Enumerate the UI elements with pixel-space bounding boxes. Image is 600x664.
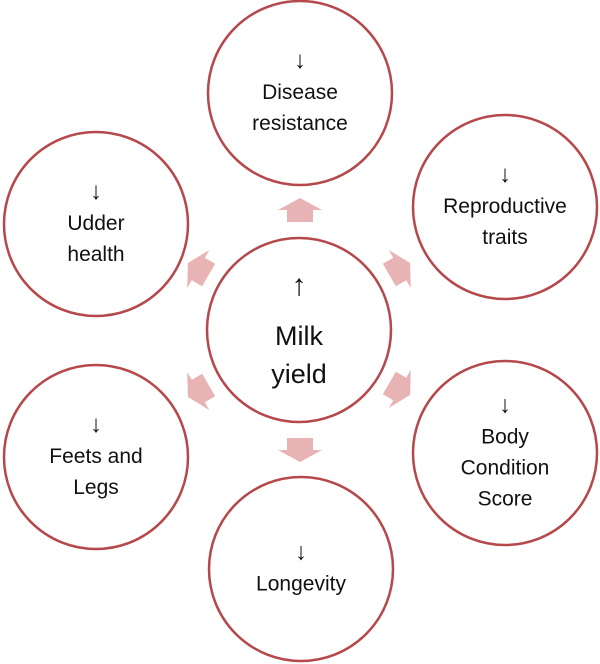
connector-arrow-reproductive-traits — [382, 249, 411, 289]
trait-circle-reproductive-traits — [411, 113, 599, 301]
trait-label-reproductive-traits-line-2: traits — [482, 226, 528, 249]
trait-node-udder-health: ↓ Udder health — [2, 130, 190, 318]
center-label-line-2: yield — [271, 359, 327, 389]
trait-label-body-condition-score-line-1: Body — [481, 426, 529, 449]
connector-arrow-feets-and-legs — [187, 371, 216, 411]
center-label-line-1: Milk — [275, 321, 323, 351]
connector-arrow-body-condition-score — [382, 369, 411, 409]
trait-label-body-condition-score-line-3: Score — [478, 488, 533, 511]
trait-label-feets-and-legs-line-1: Feets and — [49, 445, 142, 468]
connector-arrows — [187, 198, 411, 462]
down-arrow-icon: ↓ — [90, 178, 102, 205]
trait-circle-disease-resistance — [206, 0, 394, 187]
trait-label-disease-resistance-line-1: Disease — [262, 81, 338, 104]
trait-label-body-condition-score-line-2: Condition — [461, 457, 550, 480]
connector-arrow-disease-resistance — [278, 198, 322, 222]
trait-node-disease-resistance: ↓ Disease resistance — [206, 0, 394, 187]
center-node-milk-yield: ↑ Milk yield — [205, 236, 393, 424]
trait-label-udder-health-line-1: Udder — [67, 212, 124, 235]
trait-label-feets-and-legs-line-2: Legs — [73, 476, 119, 499]
trait-label-disease-resistance-line-2: resistance — [252, 112, 348, 135]
connector-arrow-longevity — [278, 438, 322, 462]
down-arrow-icon: ↓ — [90, 411, 102, 438]
trait-circle-udder-health — [2, 130, 190, 318]
down-arrow-icon: ↓ — [499, 161, 511, 188]
trait-label-reproductive-traits-line-1: Reproductive — [443, 195, 567, 218]
center-circle — [205, 236, 393, 424]
up-arrow-icon: ↑ — [292, 269, 307, 302]
down-arrow-icon: ↓ — [499, 391, 511, 418]
connector-arrow-udder-health — [187, 249, 216, 289]
trait-node-longevity: ↓ Longevity — [207, 475, 395, 663]
trait-label-longevity-line-1: Longevity — [256, 573, 346, 596]
down-arrow-icon: ↓ — [295, 538, 307, 565]
trait-circle-body-condition-score — [411, 359, 599, 547]
trait-node-reproductive-traits: ↓ Reproductive traits — [411, 113, 599, 301]
trait-circle-feets-and-legs — [2, 363, 190, 551]
trait-label-udder-health-line-2: health — [67, 243, 124, 266]
down-arrow-icon: ↓ — [294, 47, 306, 74]
trait-circle-longevity — [207, 475, 395, 663]
